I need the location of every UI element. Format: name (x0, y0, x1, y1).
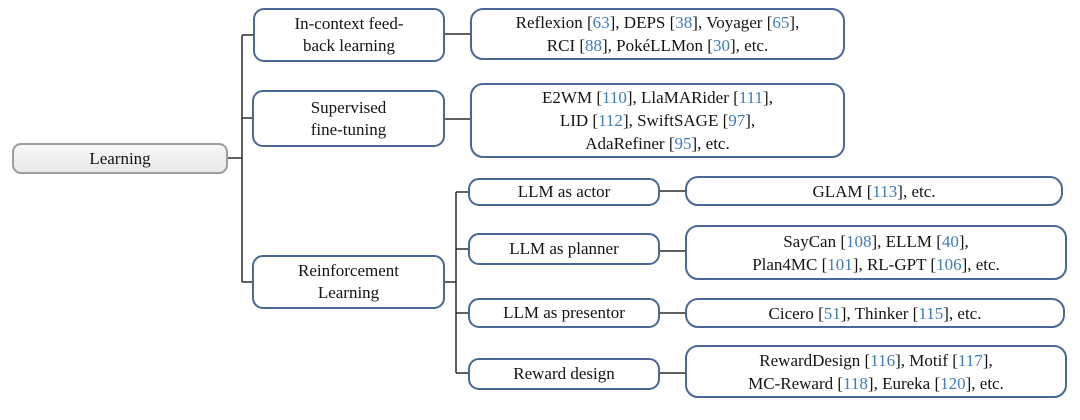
leaf-line: Cicero [51], Thinker [115], etc. (768, 303, 982, 323)
leaf-line: AdaRefiner [95], etc. (585, 134, 730, 153)
leaf-line: E2WM [110], LlaMARider [111], (542, 88, 773, 107)
leaf-line: LID [112], SwiftSAGE [97], (559, 111, 756, 130)
branch-in-context-feedback-learning: In-context feed- back learning (253, 8, 445, 62)
leaf-line: Plan4MC [101], RL-GPT [106], etc. (752, 254, 1000, 274)
leaf-line: GLAM [113], etc. (812, 181, 936, 201)
branch-label-line: Supervised (310, 97, 387, 117)
leaf-line: SayCan [108], ELLM [40], (783, 231, 969, 251)
subbranch-llm-as-actor: LLM as actor (468, 178, 660, 206)
leaf-reward-design-references: RewardDesign [116], Motif [117], MC-Rewa… (685, 345, 1067, 398)
subbranch-llm-as-presentor: LLM as presentor (468, 298, 660, 328)
subbranch-label: LLM as presentor (503, 303, 625, 322)
root-label: Learning (89, 148, 151, 168)
branch-label-line: Reinforcement (297, 261, 399, 280)
leaf-line: RCI [88], PokéLLMon [30], etc. (546, 36, 769, 55)
branch-reinforcement-learning: Reinforcement Learning (252, 255, 445, 309)
leaf-line: MC-Reward [118], Eureka [120], etc. (748, 373, 1004, 393)
leaf-in-context-references: Reflexion [63], DEPS [38], Voyager [65],… (470, 8, 845, 60)
branch-label-line: fine-tuning (310, 119, 387, 139)
subbranch-label: LLM as planner (509, 239, 619, 258)
leaf-line: RewardDesign [116], Motif [117], (759, 350, 993, 370)
leaf-actor-references: GLAM [113], etc. (685, 176, 1063, 206)
branch-label-line: back learning (302, 36, 396, 55)
subbranch-label: Reward design (513, 364, 615, 383)
leaf-planner-references: SayCan [108], ELLM [40], Plan4MC [101], … (685, 225, 1067, 280)
leaf-presentor-references: Cicero [51], Thinker [115], etc. (685, 298, 1065, 328)
root-node-learning: Learning (12, 143, 228, 174)
branch-label-line: In-context feed- (294, 14, 404, 33)
leaf-supervised-references: E2WM [110], LlaMARider [111], LID [112],… (470, 83, 845, 158)
subbranch-reward-design: Reward design (468, 358, 660, 390)
leaf-line: Reflexion [63], DEPS [38], Voyager [65], (515, 13, 800, 32)
branch-label-line: Learning (317, 283, 380, 302)
branch-supervised-fine-tuning: Supervised fine-tuning (252, 90, 445, 147)
subbranch-label: LLM as actor (517, 182, 611, 201)
subbranch-llm-as-planner: LLM as planner (468, 233, 660, 265)
